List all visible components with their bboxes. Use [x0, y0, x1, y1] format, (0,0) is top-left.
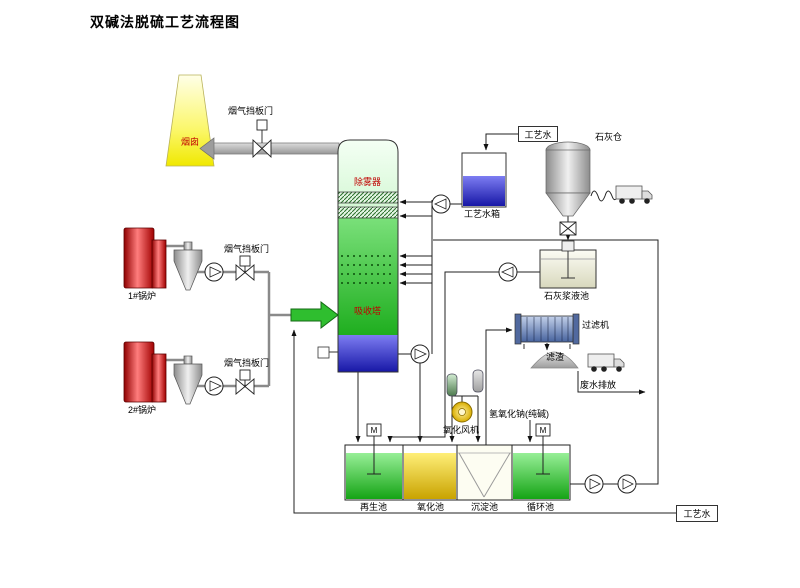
cyclone-1	[173, 241, 203, 291]
duct-arrow-into-chimney	[199, 137, 215, 160]
chimney-shape	[165, 74, 215, 167]
flue-damper-valve-2	[235, 255, 255, 281]
pneumatic-hose	[590, 190, 618, 202]
absorber-tower-label: 吸收塔	[354, 306, 382, 316]
lime-slurry-pump	[498, 262, 518, 282]
oxidation-fan-label: 氧化风机	[443, 425, 480, 435]
oxidation-tank-label: 氧化池	[417, 502, 445, 512]
circulation-tank-label: 循环池	[527, 502, 555, 512]
lime-delivery-truck	[615, 185, 653, 204]
boiler-2	[123, 341, 167, 403]
flue-damper-valve-3	[235, 369, 255, 395]
regeneration-mixer	[366, 423, 382, 475]
slurry-mixer-motor	[561, 240, 575, 252]
process-water-inlet-box: 工艺水	[518, 126, 558, 142]
demister-label: 除雾器	[354, 177, 382, 187]
filter-label: 过滤机	[582, 320, 610, 330]
tower-discharge-pump	[410, 344, 430, 364]
settling-tank-shape	[456, 444, 513, 501]
chimney-label: 烟囱	[181, 137, 200, 147]
page-title: 双碱法脱硫工艺流程图	[90, 14, 240, 30]
cake-haul-truck	[587, 353, 625, 372]
process-lines	[291, 133, 676, 514]
settling-tank-label: 沉淀池	[471, 502, 499, 512]
oxidation-blower	[451, 401, 473, 423]
air-check-valve-1	[446, 373, 458, 397]
flue-damper-3-label: 烟气挡板门	[224, 358, 270, 368]
rotary-feeder-valve	[559, 221, 577, 236]
fan-1	[204, 262, 224, 282]
air-check-valve-2	[472, 369, 484, 393]
lime-silo-shape	[545, 141, 591, 217]
demister-layer-2	[337, 206, 399, 219]
boiler-1	[123, 227, 167, 289]
flue-damper-2-label: 烟气挡板门	[224, 244, 270, 254]
filter-cake-pile	[530, 351, 579, 369]
cyclone-2	[173, 355, 203, 405]
outlet-duct	[211, 142, 340, 155]
vacuum-filter-shape	[514, 313, 580, 349]
circulation-mixer-label: M	[539, 425, 547, 435]
process-water-outlet-box: 工艺水	[676, 505, 718, 522]
circulation-mixer	[535, 423, 551, 475]
lime-slurry-tank-label: 石灰浆液池	[544, 291, 590, 301]
demister-wash-pump	[431, 194, 451, 214]
lime-silo-label: 石灰仓	[595, 132, 623, 142]
oxidation-tank-shape	[402, 444, 458, 501]
naoh-label: 氢氧化钠(纯碱)	[489, 409, 549, 419]
filter-cake-label: 滤渣	[546, 352, 565, 362]
level-instrument	[317, 346, 338, 359]
gas-inlet-arrow	[290, 300, 339, 330]
tower-sump	[338, 335, 398, 372]
lime-slurry-tank-shape	[539, 240, 597, 289]
process-water-tank-label: 工艺水箱	[464, 209, 501, 219]
circulation-tank-shape	[511, 444, 571, 501]
circulation-pump-2	[617, 474, 637, 494]
absorber-tower	[337, 139, 399, 373]
fan-2	[204, 376, 224, 396]
flue-damper-valve-1	[252, 119, 272, 159]
boiler-2-label: 2#锅炉	[128, 405, 157, 415]
regeneration-tank-label: 再生池	[360, 502, 388, 512]
circulation-pump-1	[584, 474, 604, 494]
flue-damper-1-label: 烟气挡板门	[228, 106, 274, 116]
process-water-tank-shape	[461, 152, 507, 208]
demister-layer-1	[337, 191, 399, 204]
regeneration-mixer-label: M	[370, 425, 378, 435]
boiler-1-label: 1#锅炉	[128, 291, 157, 301]
waste-water-label: 废水排放	[580, 380, 617, 390]
